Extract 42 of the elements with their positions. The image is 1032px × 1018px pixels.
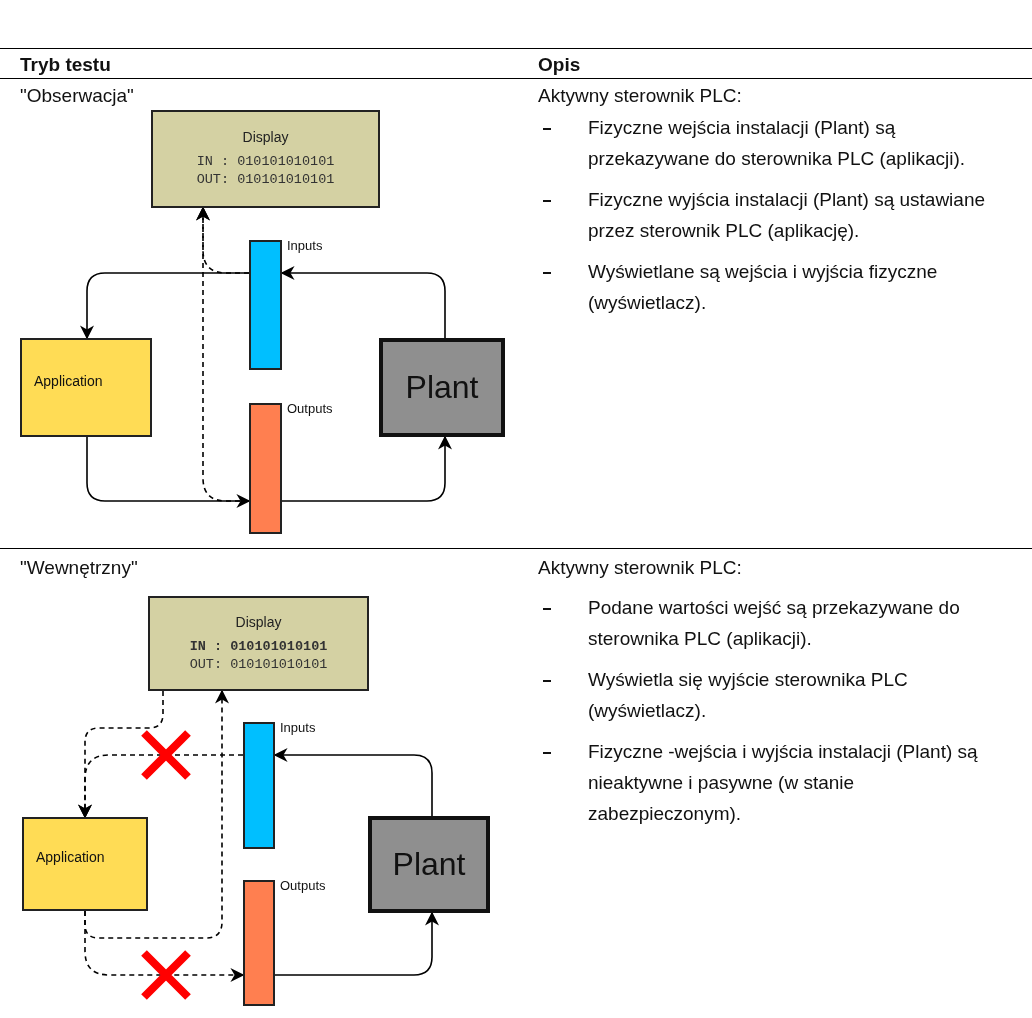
bar-label: Inputs	[287, 238, 323, 253]
column-header: Tryb testu	[20, 53, 111, 77]
dashed-arrow	[196, 206, 250, 502]
list-item-text: Wyświetla się wyjście sterownika PLC (wyświetlacz).	[588, 668, 909, 723]
output-bar	[243, 880, 275, 1006]
row-text: Aktywny sterownik PLC:	[538, 84, 742, 108]
application-box	[20, 338, 152, 437]
row-text: "Wewnętrzny"	[20, 556, 138, 580]
display-box	[151, 110, 380, 208]
display-value: OUT: 010101010101	[189, 655, 328, 674]
list-item-text: Fizyczne wyjścia instalacji (Plant) są ustawiane przez sterownik PLC (aplikację).	[588, 188, 987, 243]
box-label: Application	[36, 849, 105, 865]
input-bar	[249, 240, 282, 370]
row-text: Aktywny sterownik PLC:	[538, 556, 742, 580]
list-item-text: Fizyczne wejścia instalacji (Plant) są przekazywane do sterownika PLC (aplikacji).	[588, 116, 966, 171]
bar-label: Outputs	[280, 878, 326, 893]
display-value: OUT: 010101010101	[196, 171, 335, 189]
column-header: Opis	[538, 53, 581, 77]
display-title: Display	[235, 613, 282, 630]
dashed-arrow	[78, 690, 164, 819]
display-value: IN : 010101010101	[189, 637, 328, 656]
arrow	[281, 435, 452, 502]
box-label: Application	[34, 372, 103, 389]
plant-box	[379, 338, 505, 437]
dashed-arrow	[84, 910, 245, 982]
application-box	[22, 817, 148, 911]
display-box	[148, 596, 369, 691]
bar-label: Outputs	[287, 401, 333, 416]
display-title: Display	[242, 129, 289, 145]
display-value: IN : 010101010101	[196, 153, 335, 171]
box-label: Plant	[405, 369, 479, 406]
output-bar	[249, 403, 282, 534]
plant-box	[368, 816, 490, 913]
arrow	[274, 911, 439, 976]
list-item-text: Fizyczne -wejścia i wyjścia instalacji (Plant) są nieaktywne i pasywne (w stanie zabezpieczonym).	[588, 740, 979, 826]
bar-label: Inputs	[280, 720, 316, 735]
row-text: "Obserwacja"	[20, 84, 134, 108]
list-item-text: Podane wartości wejść są przekazywane do sterownika PLC (aplikacji).	[588, 596, 961, 651]
input-bar	[243, 722, 275, 849]
dashed-arrow	[84, 689, 229, 939]
box-label: Plant	[392, 846, 466, 883]
list-item-text: Wyświetlane są wejścia i wyjścia fizyczne (wyświetlacz).	[588, 260, 939, 315]
